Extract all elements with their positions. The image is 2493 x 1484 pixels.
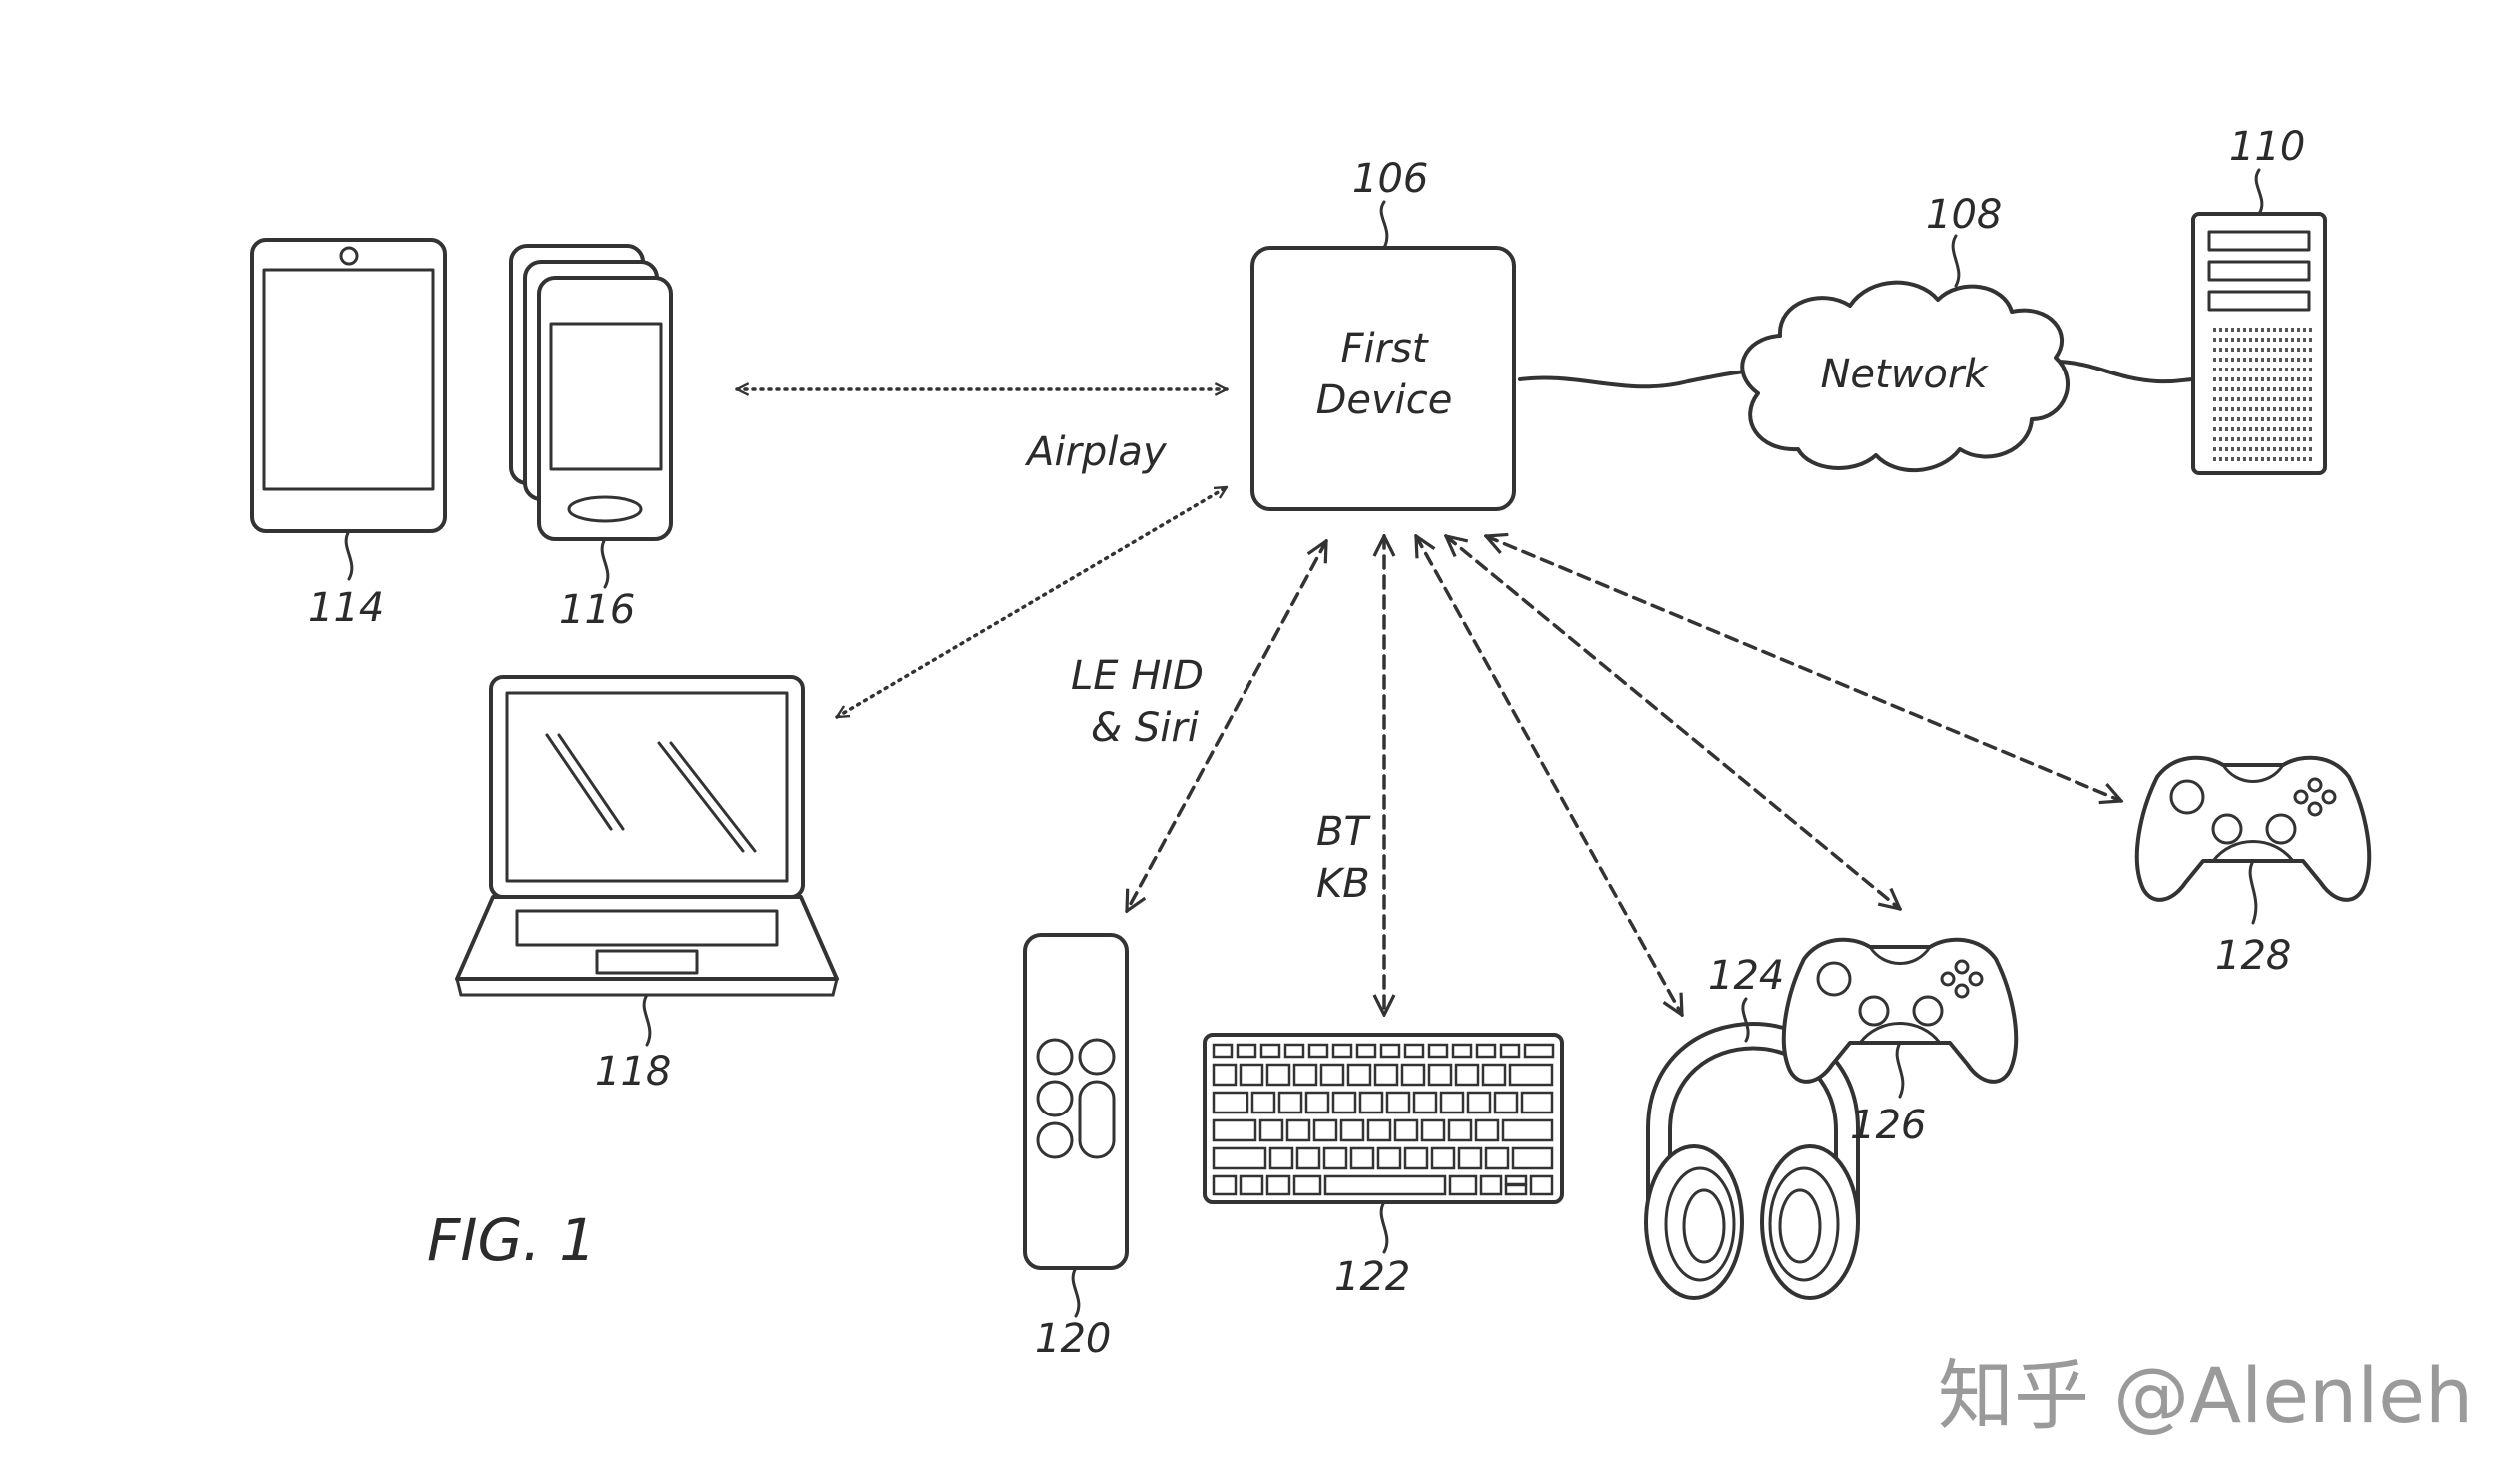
controller-126-link: [1446, 536, 1900, 909]
remote: 120: [1023, 933, 1129, 1362]
laptop: 118: [455, 675, 839, 1095]
ref-120: 120: [1035, 1316, 1111, 1362]
ref-118: 118: [595, 1049, 671, 1095]
game-controller-icon: [2134, 755, 2372, 902]
airplay-link-laptop: [837, 485, 1227, 719]
ref-114: 114: [308, 585, 384, 631]
ref-116: 116: [559, 587, 635, 633]
bt-kb-label-line1: BT: [1316, 809, 1371, 855]
network-cloud: Network 108: [1740, 192, 2070, 473]
tablet-icon: [250, 238, 447, 533]
remote-link: [1125, 541, 1328, 911]
le-hid-label-line1: LE HID: [1071, 653, 1204, 699]
le-hid-label-line2: & Siri: [1091, 705, 1199, 751]
controller-128: 128: [2134, 755, 2372, 979]
game-controller-icon: [1781, 937, 2019, 1084]
ref-110: 110: [2229, 124, 2305, 170]
network-label: Network: [1820, 352, 1989, 397]
first-device-label-line1: First: [1340, 326, 1428, 371]
controller-126: 126: [1781, 937, 2019, 1148]
network-wire-left: [1518, 370, 1752, 389]
keyboard-keys: [1212, 1043, 1555, 1196]
controller-128-link: [1486, 536, 2121, 801]
headphones-link: [1414, 536, 1684, 1015]
watermark: 知乎 @Alenleh: [1938, 1351, 2473, 1440]
ref-108: 108: [1926, 192, 2002, 238]
server: 110: [2191, 124, 2327, 475]
cloud-icon: [1740, 280, 2070, 473]
tablet: 114: [250, 238, 447, 631]
first-device: First Device 106: [1250, 156, 1516, 511]
server-vents: [2213, 328, 2313, 461]
first-device-label-line2: Device: [1316, 377, 1453, 423]
server-tower-icon: [2191, 212, 2327, 475]
keyboard: 122: [1203, 1033, 1564, 1300]
remote-icon: [1023, 933, 1129, 1270]
ref-124: 124: [1708, 953, 1784, 999]
headphones: 124: [1644, 953, 1860, 1300]
ref-126: 126: [1850, 1103, 1926, 1148]
laptop-icon: [489, 675, 805, 899]
phones: 116: [509, 244, 673, 633]
connections: [735, 360, 2195, 1015]
figure-label: FIG. 1: [427, 1206, 596, 1274]
airplay-label: Airplay: [1024, 429, 1168, 475]
network-wire-right: [2058, 360, 2195, 384]
ref-106: 106: [1352, 156, 1428, 202]
headphones-icon: [1646, 1022, 1860, 1220]
ref-128: 128: [2215, 933, 2291, 979]
ref-122: 122: [1334, 1254, 1410, 1300]
bt-kb-label-line2: KB: [1316, 861, 1370, 907]
